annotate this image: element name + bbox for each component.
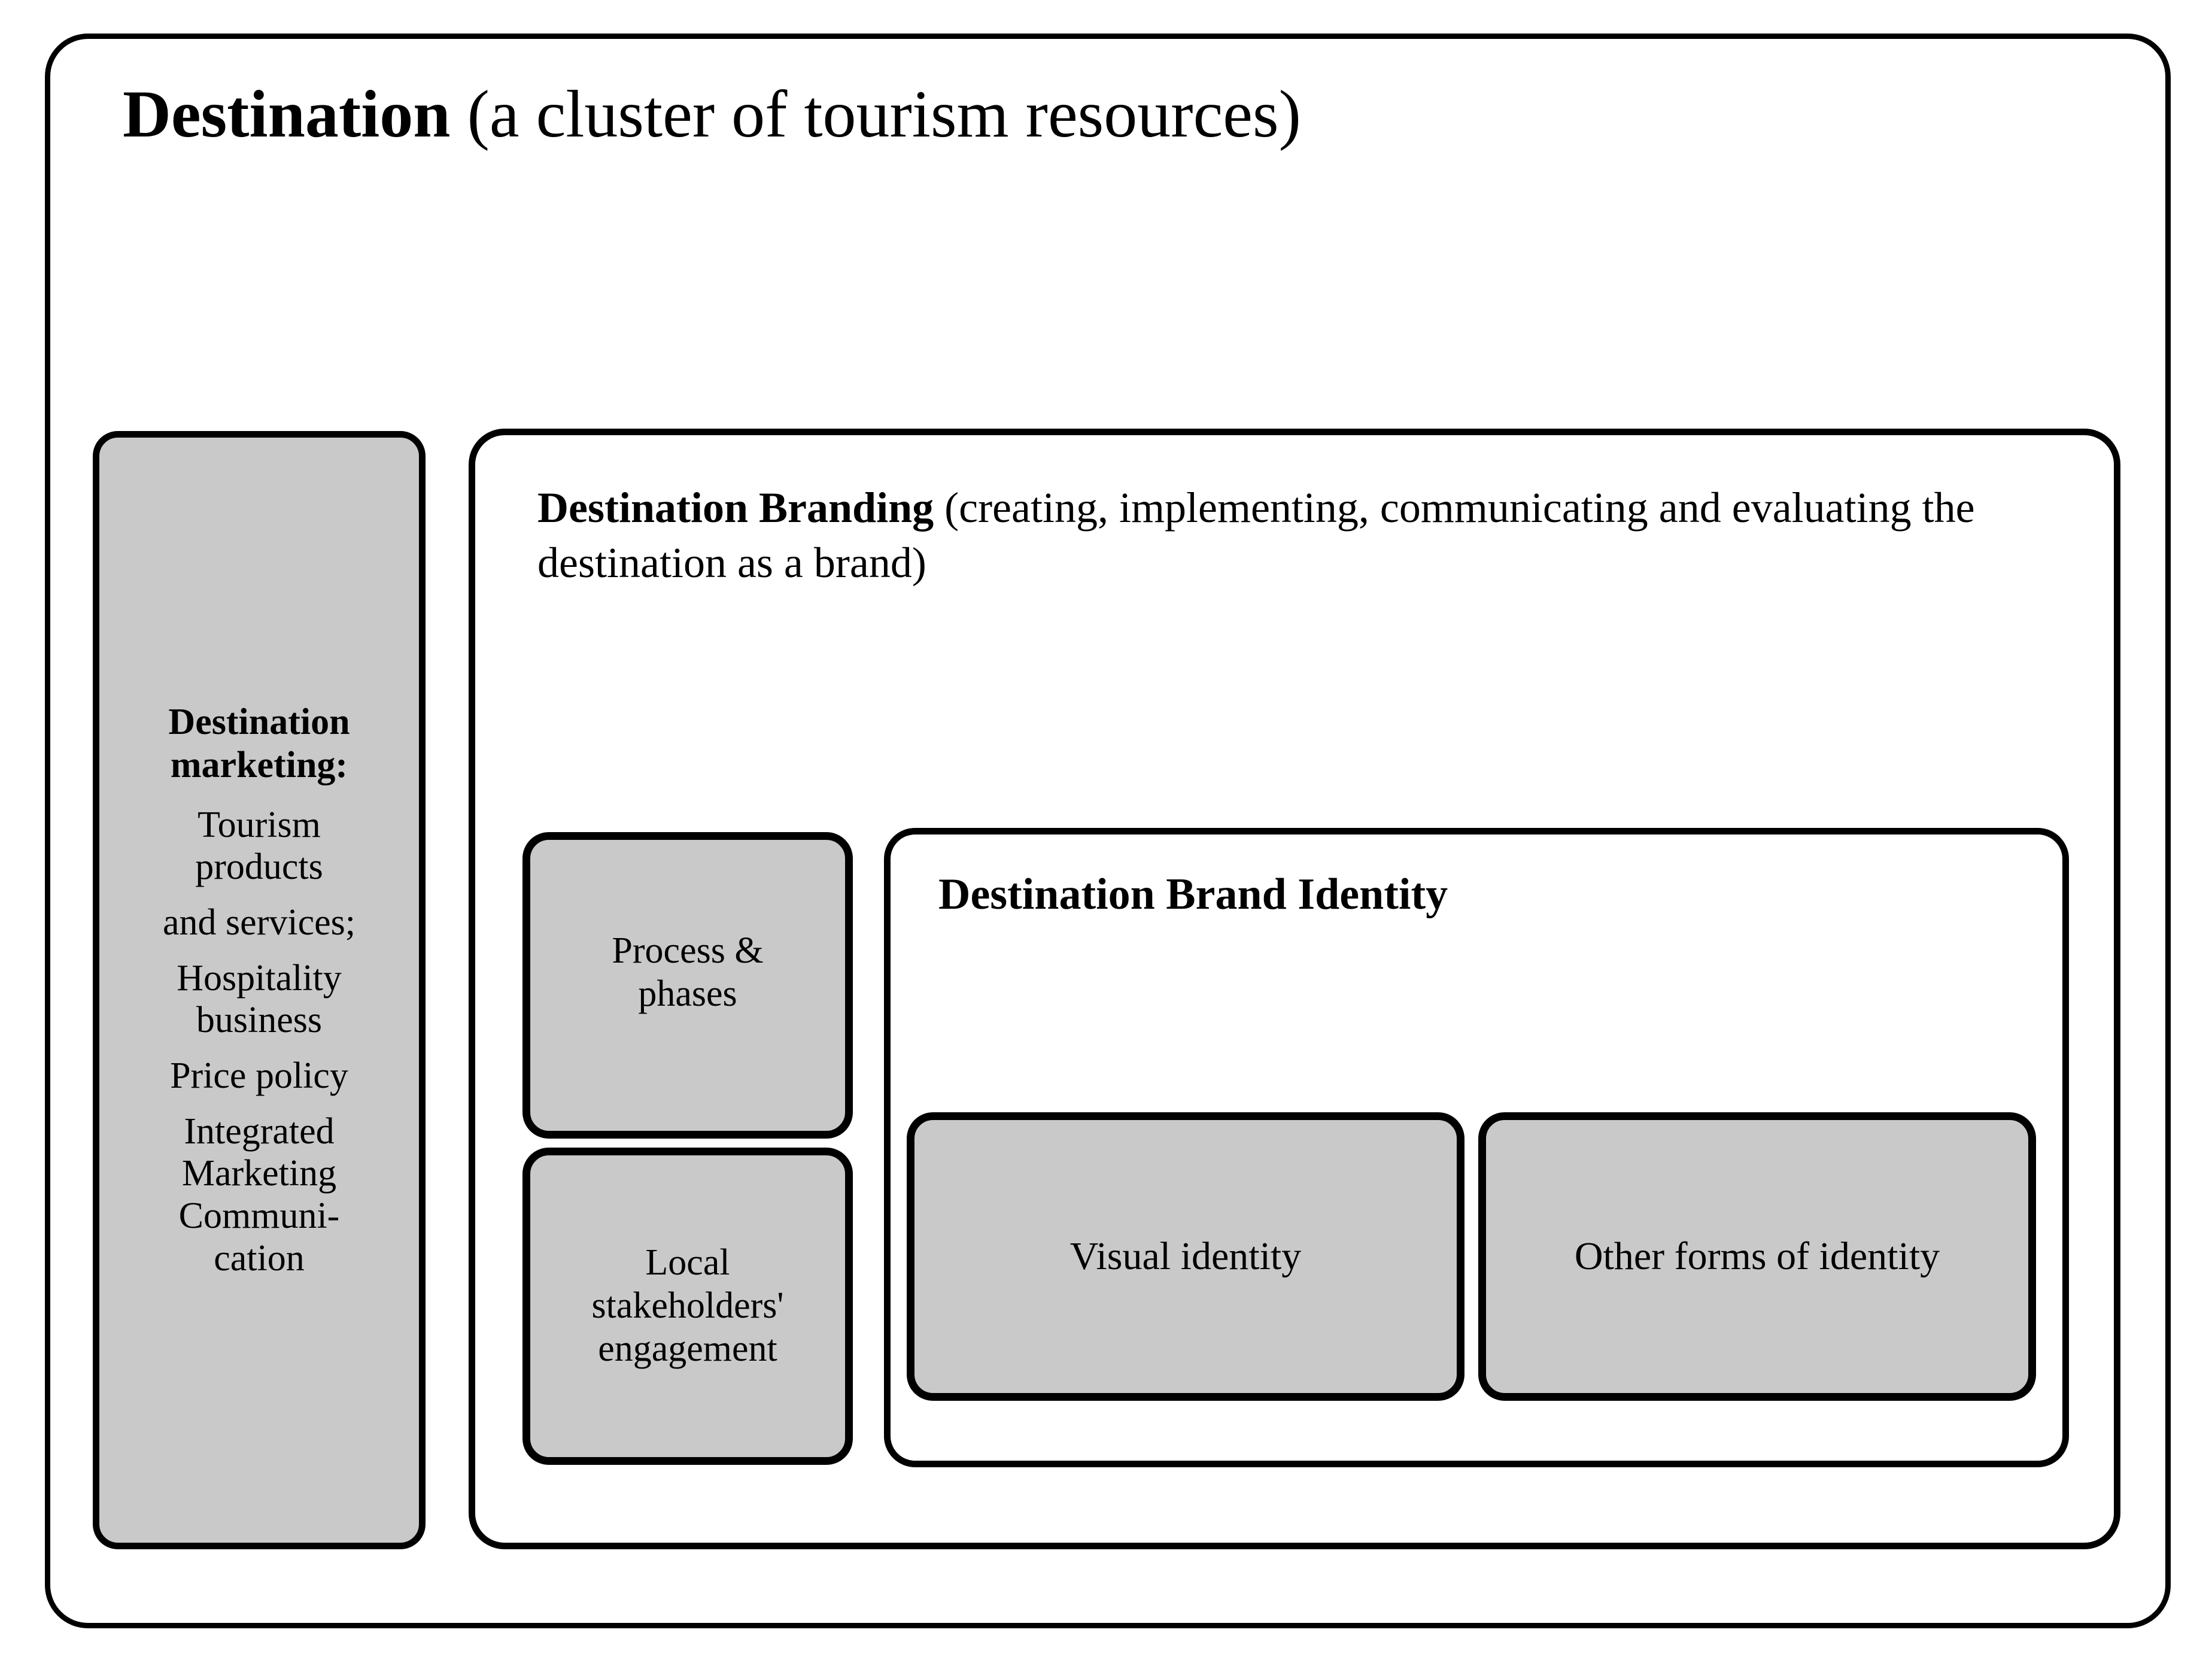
destination-title-rest: (a cluster of tourism resources) — [450, 77, 1301, 151]
visual-identity-label: Visual identity — [1069, 1234, 1302, 1279]
destination-marketing-heading: Destination marketing: — [168, 701, 350, 785]
destination-title-strong: Destination — [123, 77, 451, 151]
process-phases-label: Process & phases — [612, 930, 764, 1014]
marketing-item-tourism-products: Tourism products — [195, 804, 323, 888]
destination-branding-title-strong: Destination Branding — [537, 484, 934, 532]
marketing-item-and-services: and services; — [163, 902, 356, 943]
marketing-item-hospitality-business: Hospitality business — [177, 957, 342, 1041]
destination-title: Destination (a cluster of tourism resour… — [123, 75, 1858, 154]
local-stakeholders-engagement-box: Local stakeholders' engagement — [522, 1148, 853, 1465]
destination-marketing-box: Destination marketing: Tourism products … — [93, 431, 426, 1549]
destination-marketing-content: Destination marketing: Tourism products … — [99, 438, 419, 1543]
destination-brand-identity-title: Destination Brand Identity — [938, 870, 1448, 919]
other-forms-of-identity-box: Other forms of identity — [1478, 1112, 2036, 1401]
marketing-item-price-policy: Price policy — [170, 1055, 348, 1096]
marketing-item-integrated-marketing-communication: Integrated Marketing Communi- cation — [178, 1110, 340, 1279]
local-stakeholders-engagement-label: Local stakeholders' engagement — [591, 1242, 784, 1369]
other-forms-of-identity-label: Other forms of identity — [1574, 1234, 1940, 1279]
destination-branding-title: Destination Branding (creating, implemen… — [537, 480, 2082, 590]
process-phases-box: Process & phases — [522, 832, 853, 1139]
destination-branding-title-rest: (creating, implementing, communicating a… — [537, 484, 1975, 587]
visual-identity-box: Visual identity — [907, 1112, 1464, 1401]
